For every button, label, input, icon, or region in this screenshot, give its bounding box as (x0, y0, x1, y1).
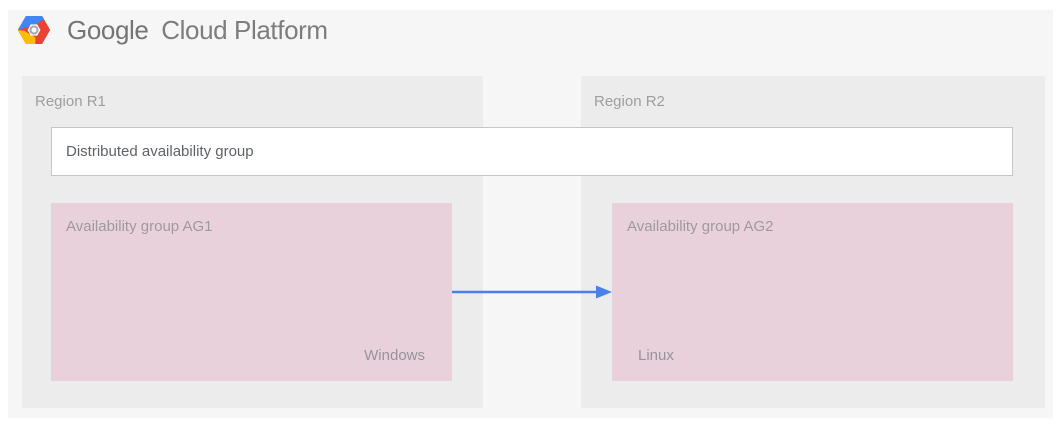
availability-group-ag2-box: Availability group AG2 Linux (612, 203, 1013, 381)
replication-arrow-icon (452, 285, 612, 299)
ag1-os-label: Windows (364, 347, 425, 364)
region-r2-label: Region R2 (594, 93, 665, 110)
availability-group-ag2-label: Availability group AG2 (627, 218, 774, 235)
ag2-os-label: Linux (638, 347, 674, 364)
availability-group-ag1-box: Availability group AG1 Windows (51, 203, 452, 381)
header: Google Cloud Platform (17, 13, 328, 47)
brand-title: Google Cloud Platform (67, 15, 328, 46)
distributed-availability-group-label: Distributed availability group (66, 143, 254, 160)
brand-product-text: Cloud Platform (161, 14, 328, 45)
availability-group-ag1-label: Availability group AG1 (66, 218, 213, 235)
distributed-availability-group-box: Distributed availability group (51, 127, 1013, 176)
brand-google-text: Google (67, 14, 149, 45)
gcp-logo-icon (17, 13, 51, 47)
region-r1-label: Region R1 (35, 93, 106, 110)
